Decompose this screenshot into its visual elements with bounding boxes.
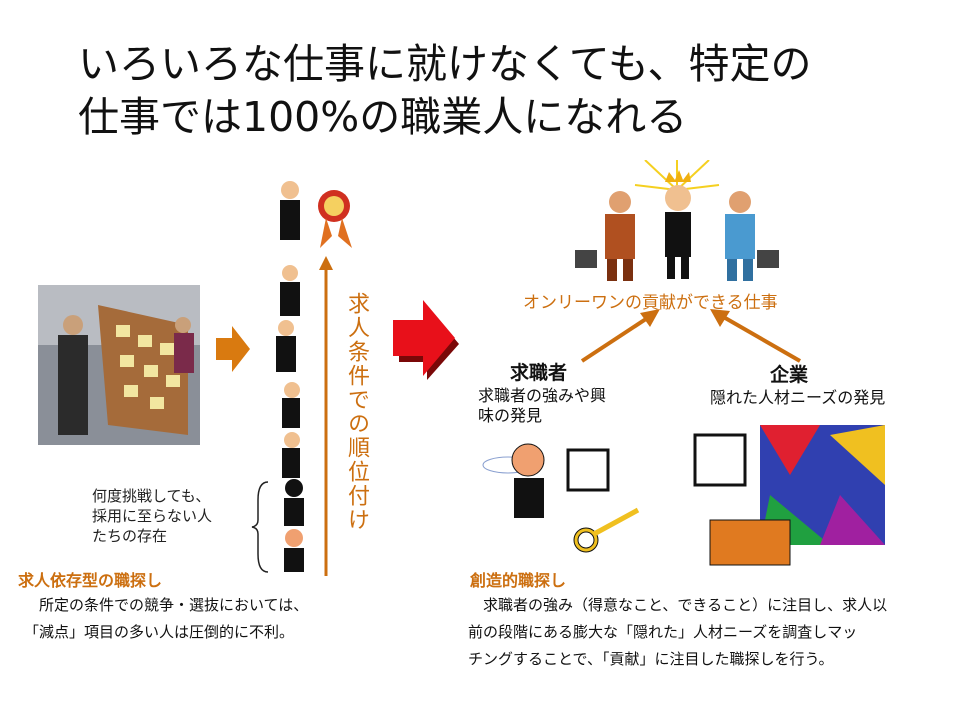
red-arrow-icon <box>393 300 459 380</box>
seeker-puzzle-key-illustration <box>482 443 640 553</box>
job-board-photo <box>38 285 200 445</box>
right-heading: 創造的職探し <box>470 571 567 590</box>
left-heading: 求人依存型の職探し <box>18 571 163 590</box>
seeker-title: 求職者 <box>510 362 568 384</box>
company-title: 企業 <box>770 364 809 386</box>
seeker-description: 求職者の強みや興 味の発見 <box>478 386 607 425</box>
brace-icon <box>251 481 269 573</box>
company-collage-illustration <box>693 425 885 566</box>
right-body: 求職者の強み（得意なこと、できること）に注目し、求人以 前の段階にある膨大な「隠… <box>468 596 888 668</box>
goal-label: オンリーワンの貢献ができる仕事 <box>523 293 778 313</box>
ranked-candidates-illustration <box>276 181 352 576</box>
slide-title: いろいろな仕事に就けなくても、特定の 仕事では100%の職業人になれる <box>78 40 812 141</box>
company-description: 隠れた人材ニーズの発見 <box>710 388 886 407</box>
left-body: 所定の条件での競争・選抜においては、 「減点」項目の多い人は圧倒的に不利。 <box>24 596 309 641</box>
business-people-illustration <box>575 160 779 281</box>
orange-arrow-icon <box>216 326 250 372</box>
convergence-arrows <box>580 309 801 363</box>
ranking-axis-label: 求人条件での順位付け <box>344 292 369 532</box>
bracket-note: 何度挑戦しても、 採用に至らない人 たちの存在 <box>92 487 213 545</box>
